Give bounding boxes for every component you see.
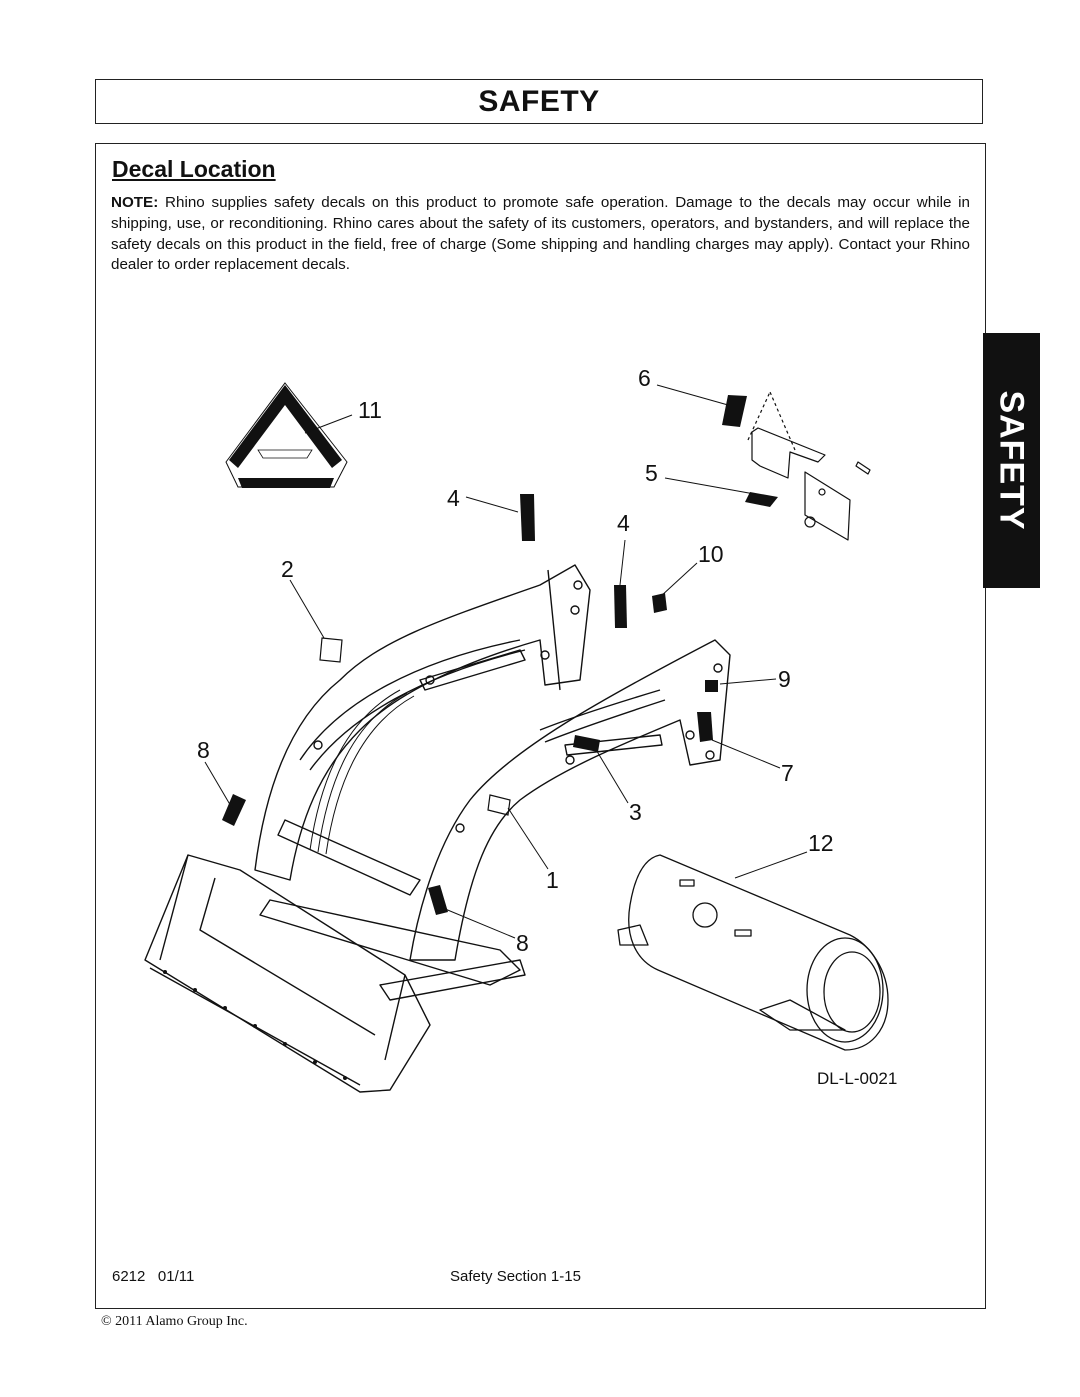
page-title: SAFETY (478, 84, 600, 118)
side-tab: SAFETY (983, 333, 1040, 588)
note-text: Rhino supplies safety decals on this pro… (111, 194, 970, 274)
note-label: NOTE: (111, 194, 159, 211)
side-tab-label: SAFETY (993, 390, 1031, 531)
content-frame: Decal Location NOTE: Rhino supplies safe… (95, 143, 986, 1309)
footer-section-page: Safety Section 1-15 (450, 1268, 581, 1285)
footer-date: 01/11 (157, 1268, 195, 1285)
page-header: SAFETY (95, 79, 983, 124)
section-heading: Decal Location (112, 156, 276, 182)
footer-model-date: 6212 01/11 (112, 1268, 194, 1285)
footer-model: 6212 (112, 1268, 146, 1285)
note-paragraph: NOTE: Rhino supplies safety decals on th… (111, 193, 970, 276)
copyright-notice: © 2011 Alamo Group Inc. (101, 1314, 248, 1329)
